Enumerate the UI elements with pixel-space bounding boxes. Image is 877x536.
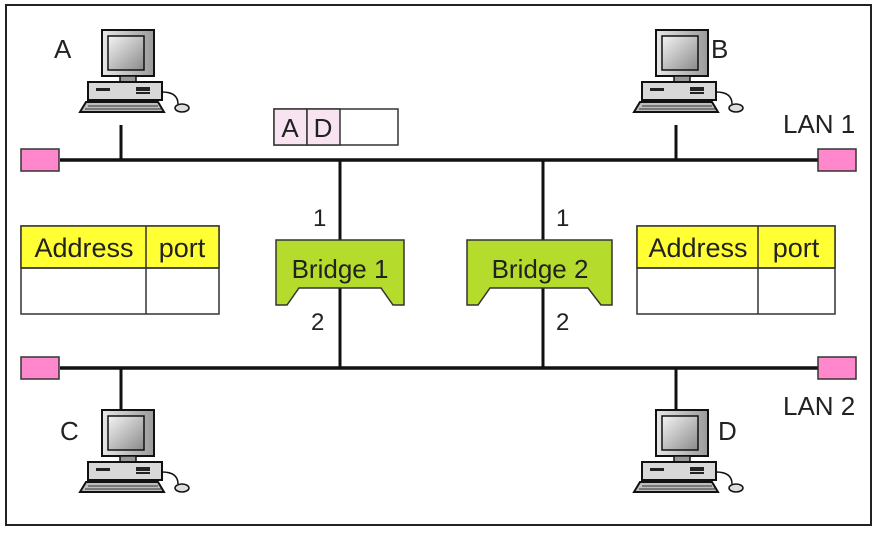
right-address-table: Address port <box>636 225 836 315</box>
left-address-table: Address port <box>20 225 220 315</box>
right-table-header <box>636 225 836 269</box>
frame-dst-cell <box>306 108 341 146</box>
bridge-1-shape <box>275 239 405 306</box>
left-table-address-header: Address <box>34 233 133 263</box>
left-table-port-header: port <box>159 233 206 263</box>
bridge-1-label: Bridge 1 <box>292 254 389 284</box>
bridge-2-port-2: 2 <box>556 309 569 336</box>
bridge-1-port-2: 2 <box>311 309 324 336</box>
frame: A D <box>273 108 399 146</box>
bridge-2-label: Bridge 2 <box>492 254 589 284</box>
lan1-left-terminator <box>20 148 60 172</box>
bridge-2: Bridge 2 <box>466 239 613 306</box>
computer-icon-c <box>79 409 190 493</box>
station-b-label: B <box>711 34 728 64</box>
bridge-1-port-1: 1 <box>313 205 326 232</box>
bridge-1: Bridge 1 <box>275 239 405 306</box>
right-table-port-header: port <box>773 233 820 263</box>
frame-src-cell <box>273 108 308 146</box>
right-table-address-header: Address <box>648 233 747 263</box>
lan2-label: LAN 2 <box>783 391 855 421</box>
diagram-border <box>5 4 872 526</box>
lan1-label: LAN 1 <box>783 109 855 139</box>
station-d-label: D <box>718 416 737 446</box>
station-a-label: A <box>54 34 72 64</box>
lan1-right-terminator <box>817 148 857 172</box>
bridge-2-port-1: 1 <box>556 205 569 232</box>
frame-dst-address: D <box>314 113 333 143</box>
station-c-label: C <box>60 416 79 446</box>
frame-src-address: A <box>281 113 299 143</box>
lan2-right-terminator <box>817 356 857 380</box>
bridge-2-shape <box>466 239 613 306</box>
computer-icon-a <box>79 29 190 113</box>
lan2-left-terminator <box>20 356 60 380</box>
